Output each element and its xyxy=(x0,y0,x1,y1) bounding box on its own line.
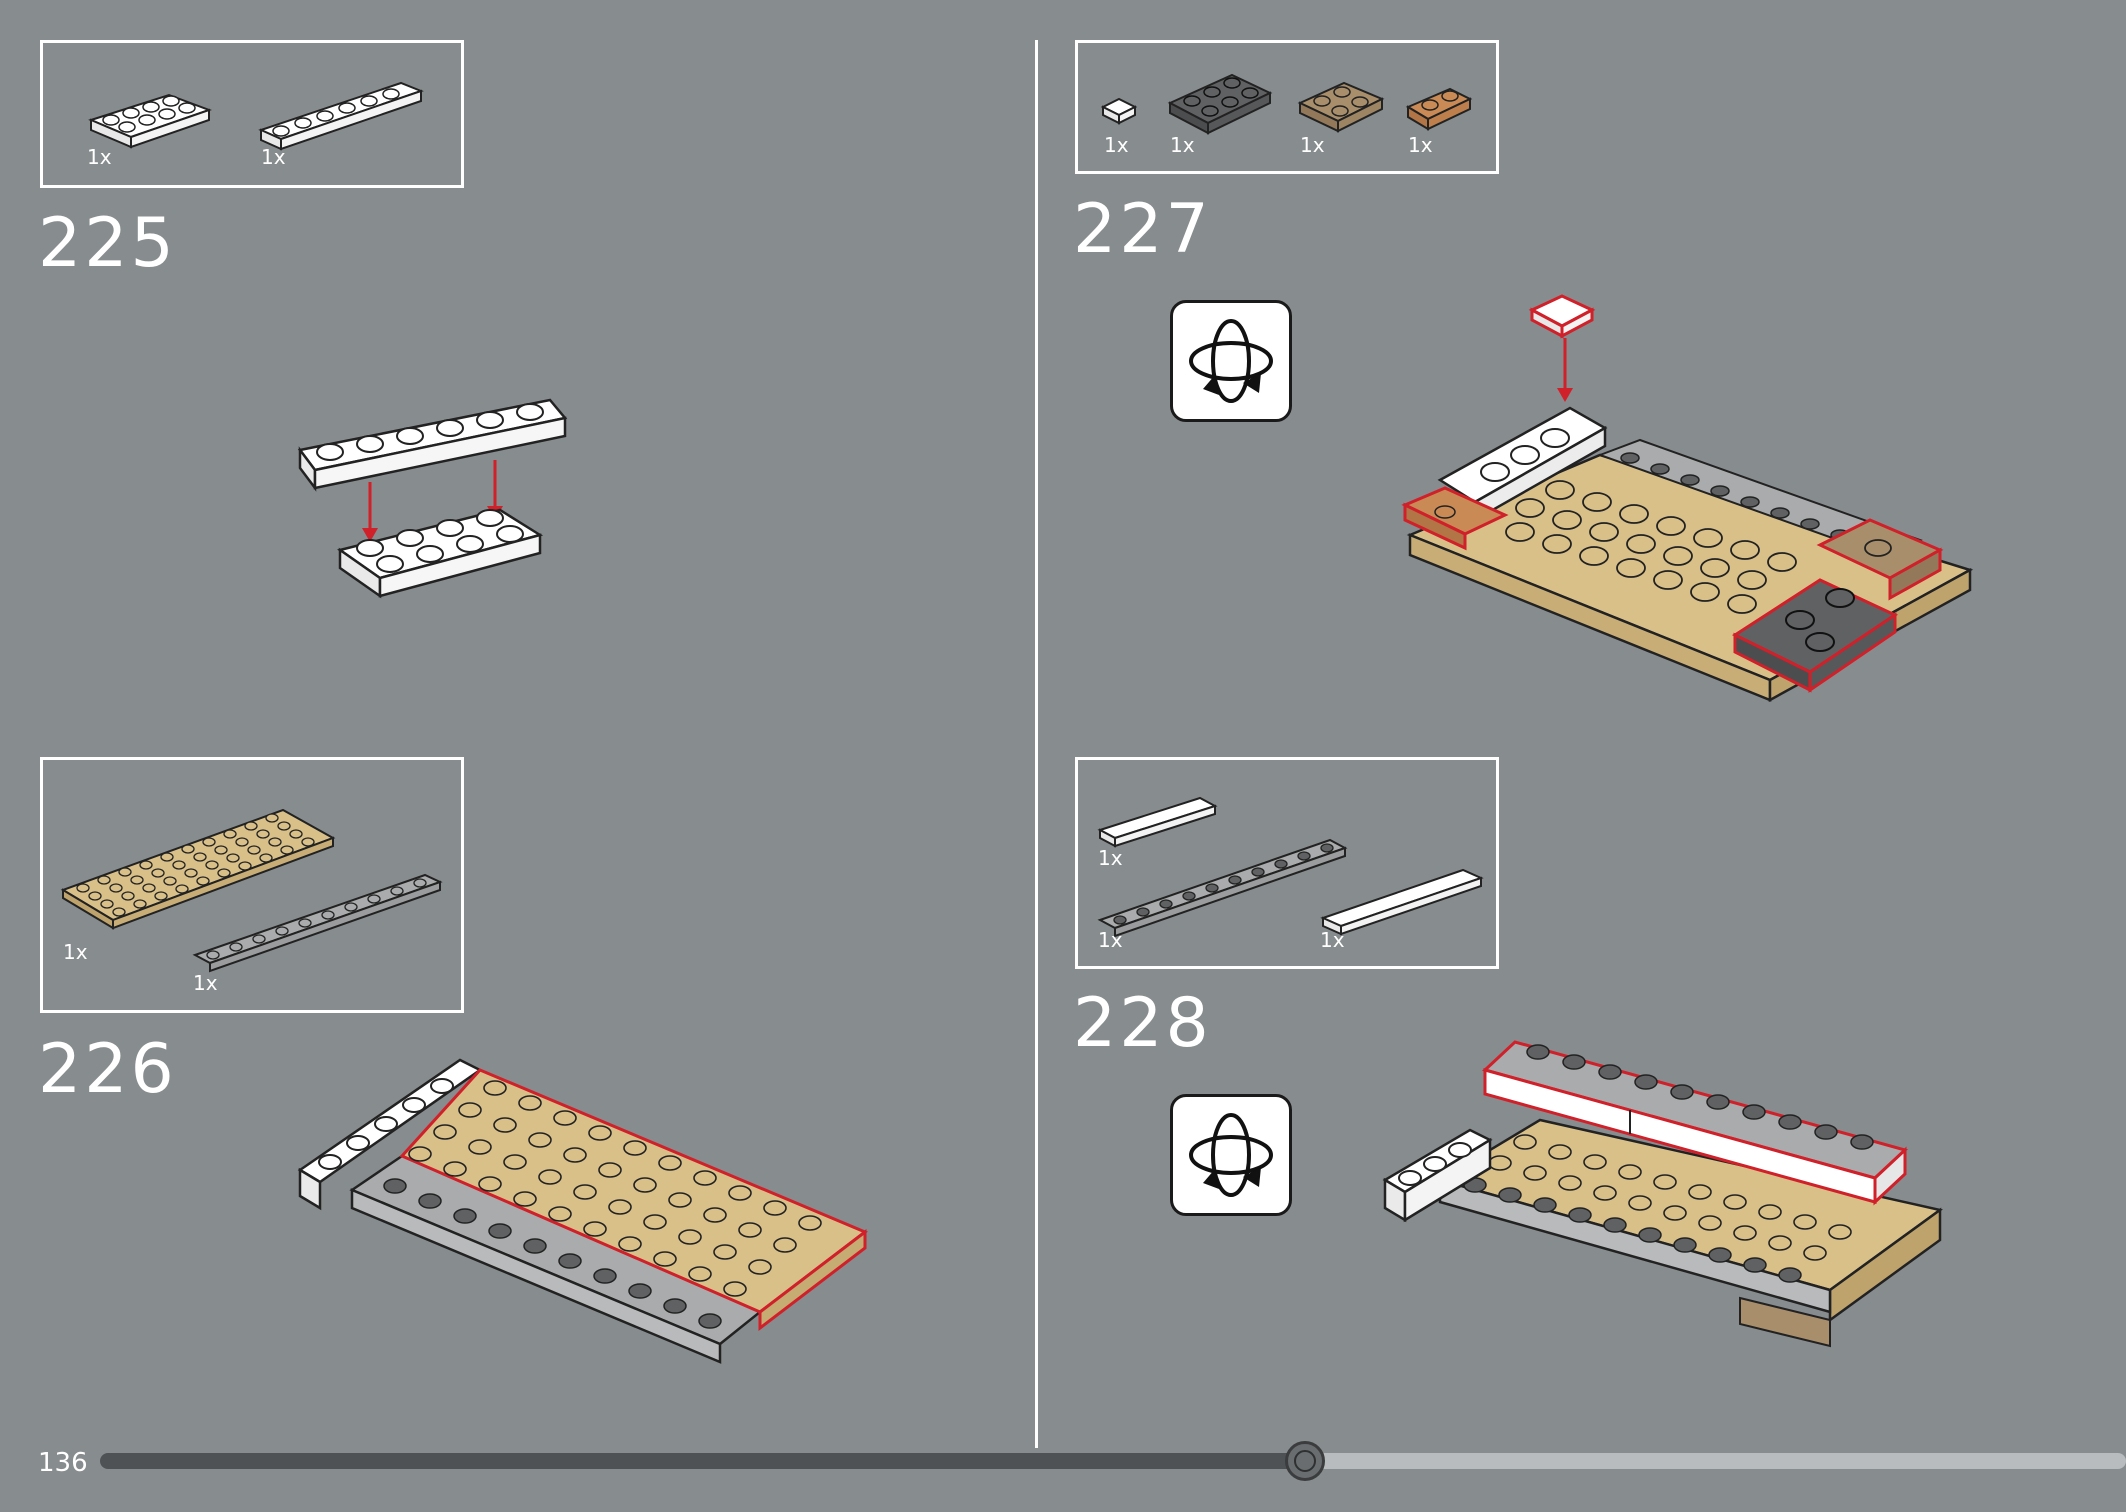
qty-label: 1x xyxy=(1104,133,1129,157)
step-number-225: 225 xyxy=(38,204,177,283)
qty-label: 1x xyxy=(63,940,88,964)
step-226-illustration xyxy=(297,1058,868,1364)
parts-box-step-228: 1x 1x 1x xyxy=(1075,757,1499,969)
qty-label: 1x xyxy=(1098,846,1123,870)
progress-bar-remaining xyxy=(1305,1453,2126,1469)
part-tan-plate-4x10-icon xyxy=(60,808,443,973)
qty-label: 1x xyxy=(1170,133,1195,157)
qty-label: 1x xyxy=(1300,133,1325,157)
qty-label: 1x xyxy=(1320,928,1345,952)
rotate-model-icon xyxy=(1170,300,1292,422)
parts-box-step-226: 1x 1x xyxy=(40,757,464,1013)
part-white-plate-2x4-icon xyxy=(88,81,424,151)
qty-label: 1x xyxy=(261,145,286,169)
qty-label: 1x xyxy=(193,971,218,995)
parts-step-228-icons xyxy=(1097,796,1484,938)
step-number-226: 226 xyxy=(38,1030,177,1109)
page-number: 136 xyxy=(38,1448,88,1478)
qty-label: 1x xyxy=(1408,133,1433,157)
rotate-model-icon xyxy=(1170,1094,1292,1216)
parts-box-step-227: 1x 1x 1x 1x xyxy=(1075,40,1499,174)
qty-label: 1x xyxy=(1098,928,1123,952)
parts-step-227-icons xyxy=(1100,73,1473,135)
step-number-228: 228 xyxy=(1073,984,1212,1063)
progress-bar-handle[interactable] xyxy=(1285,1441,1325,1481)
parts-box-step-225: 1x 1x xyxy=(40,40,464,188)
step-number-227: 227 xyxy=(1073,190,1212,269)
step-227-illustration xyxy=(1401,294,1974,703)
page-divider xyxy=(1035,40,1038,1448)
qty-label: 1x xyxy=(87,145,112,169)
progress-bar-completed xyxy=(100,1453,1305,1469)
step-228-illustration xyxy=(1382,1040,1943,1348)
step-225-illustration xyxy=(297,398,568,599)
